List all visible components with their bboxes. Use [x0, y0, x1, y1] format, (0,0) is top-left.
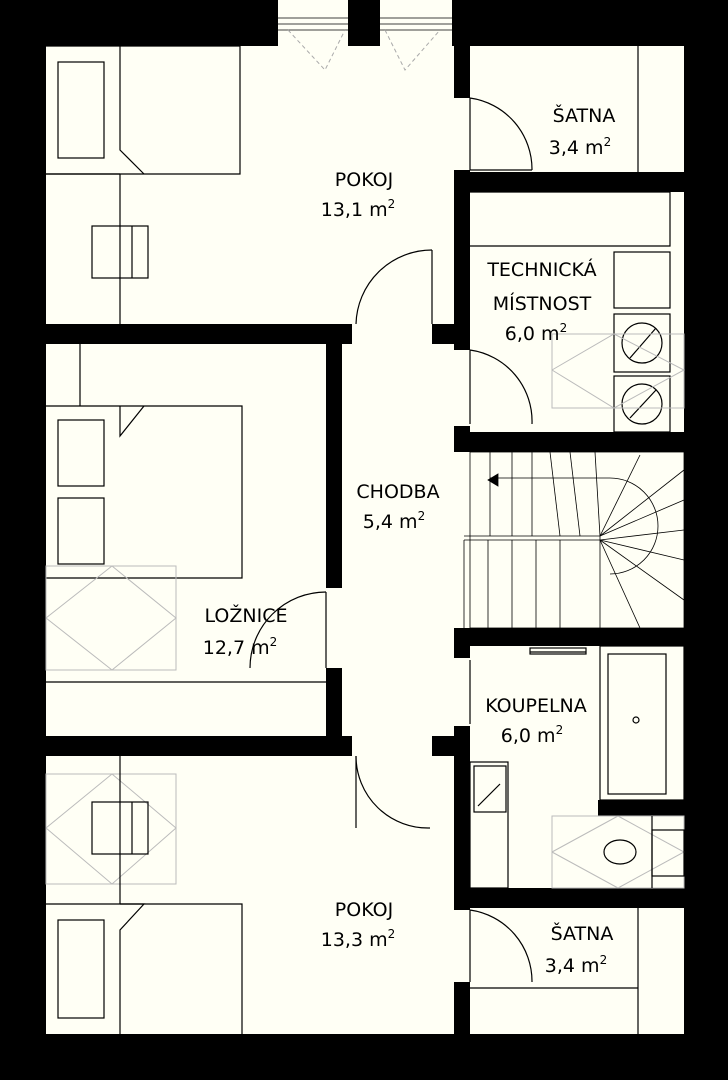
room-area: 12,7 m2 [203, 635, 278, 659]
room-area: 5,4 m2 [363, 509, 425, 533]
shadow-area [45, 565, 177, 671]
bathtub-icon [599, 645, 685, 801]
sink-icon [529, 647, 587, 655]
room-area: 6,0 m2 [505, 321, 567, 345]
window-icon [278, 17, 452, 31]
room-name: ŠATNA [551, 921, 614, 945]
washing-machine-icon [469, 761, 509, 889]
room-area: 3,4 m2 [545, 953, 607, 977]
room-name: TECHNICKÁ [486, 258, 596, 281]
room-label-satna-bottom: ŠATNA 3,4 m2 [545, 921, 614, 977]
shelf-icon [470, 191, 671, 309]
room-label-satna-top: ŠATNA 3,4 m2 [549, 103, 616, 159]
shadow-area [45, 773, 177, 885]
washing-machine-icon [613, 313, 671, 433]
window-swing-icon [287, 29, 441, 71]
room-label-pokoj-top: POKOJ 13,1 m2 [321, 169, 396, 221]
desk-icon [46, 173, 121, 324]
shelf-icon [470, 46, 639, 1034]
door-icon [249, 97, 533, 983]
room-name: LOŽNICE [205, 604, 288, 627]
room-label-technicka: TECHNICKÁ MÍSTNOST 6,0 m2 [486, 258, 596, 345]
toilet-icon [603, 816, 685, 888]
room-area: 3,4 m2 [549, 135, 611, 159]
room-label-pokoj-bottom: POKOJ 13,3 m2 [321, 899, 396, 951]
chair-icon [91, 225, 149, 279]
walls [46, 0, 684, 1034]
room-name-2: MÍSTNOST [493, 292, 592, 315]
stairs-icon [463, 451, 685, 629]
room-label-chodba: CHODBA 5,4 m2 [356, 481, 439, 533]
room-name: KOUPELNA [485, 695, 587, 717]
bed-icon [46, 45, 241, 175]
room-name: ŠATNA [553, 103, 616, 127]
room-label-loznice: LOŽNICE 12,7 m2 [203, 604, 288, 659]
bed-icon [46, 344, 243, 579]
room-area: 13,1 m2 [321, 197, 396, 221]
room-name: POKOJ [335, 899, 393, 921]
room-label-koupelna: KOUPELNA 6,0 m2 [485, 695, 587, 747]
room-area: 6,0 m2 [501, 723, 563, 747]
shadow-area [551, 333, 686, 409]
room-name: POKOJ [335, 169, 393, 191]
bed-icon [46, 903, 243, 1034]
room-area: 13,3 m2 [321, 927, 396, 951]
room-name: CHODBA [356, 481, 439, 503]
